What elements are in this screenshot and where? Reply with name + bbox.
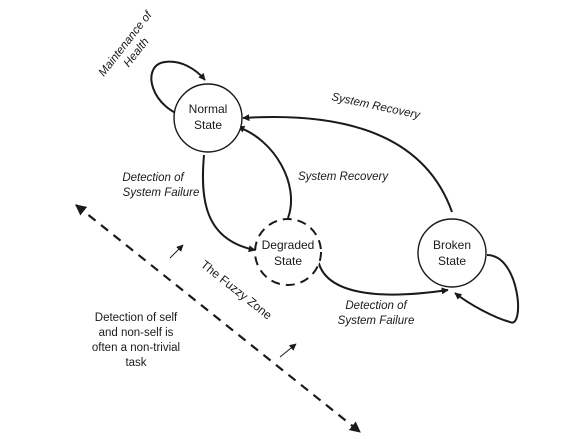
detection-bottom-label: Detection of System Failure [338, 300, 415, 327]
zone-crossing-arrow-lower [279, 343, 297, 358]
zone-crossing-arrow-upper [169, 244, 184, 259]
detection-bottom-label-line2: System Failure [338, 315, 415, 327]
degraded-state-node: Degraded State [254, 218, 322, 286]
broken-self-loop-arrow [454, 254, 520, 324]
normal-state-node: Normal State [173, 83, 243, 153]
broken-state-label-line1: Broken [433, 238, 471, 252]
normal-to-degraded-arrow [201, 154, 256, 253]
note-line4: task [125, 357, 146, 369]
system-recovery-top-label: System Recovery [330, 91, 422, 122]
detection-bottom-label-line1: Detection of [345, 300, 408, 312]
detection-left-label: Detection of System Failure [122, 172, 199, 199]
note-line3: often a non-trivial [92, 342, 180, 354]
note-line2: and non-self is [99, 327, 174, 339]
degraded-state-label-line1: Degraded [262, 238, 315, 252]
broken-state-node: Broken State [417, 218, 487, 288]
note-line1: Detection of self [95, 312, 178, 324]
degraded-to-normal-arrow [237, 125, 293, 219]
system-recovery-mid-label: System Recovery [298, 171, 389, 183]
normal-state-label-line1: Normal [189, 102, 228, 116]
maintenance-of-health-label: Maintenance of Health [97, 8, 156, 79]
detection-note: Detection of self and non-self is often … [92, 312, 180, 369]
normal-state-label-line2: State [194, 118, 222, 132]
detection-left-label-line2: System Failure [123, 187, 200, 199]
fuzzy-zone-boundary [75, 204, 361, 433]
broken-to-normal-arrow [242, 114, 453, 213]
degraded-state-label-line2: State [274, 254, 302, 268]
detection-left-label-line1: Detection of [122, 172, 185, 184]
broken-state-label-line2: State [438, 254, 466, 268]
maintenance-loop-arrow [150, 60, 206, 119]
